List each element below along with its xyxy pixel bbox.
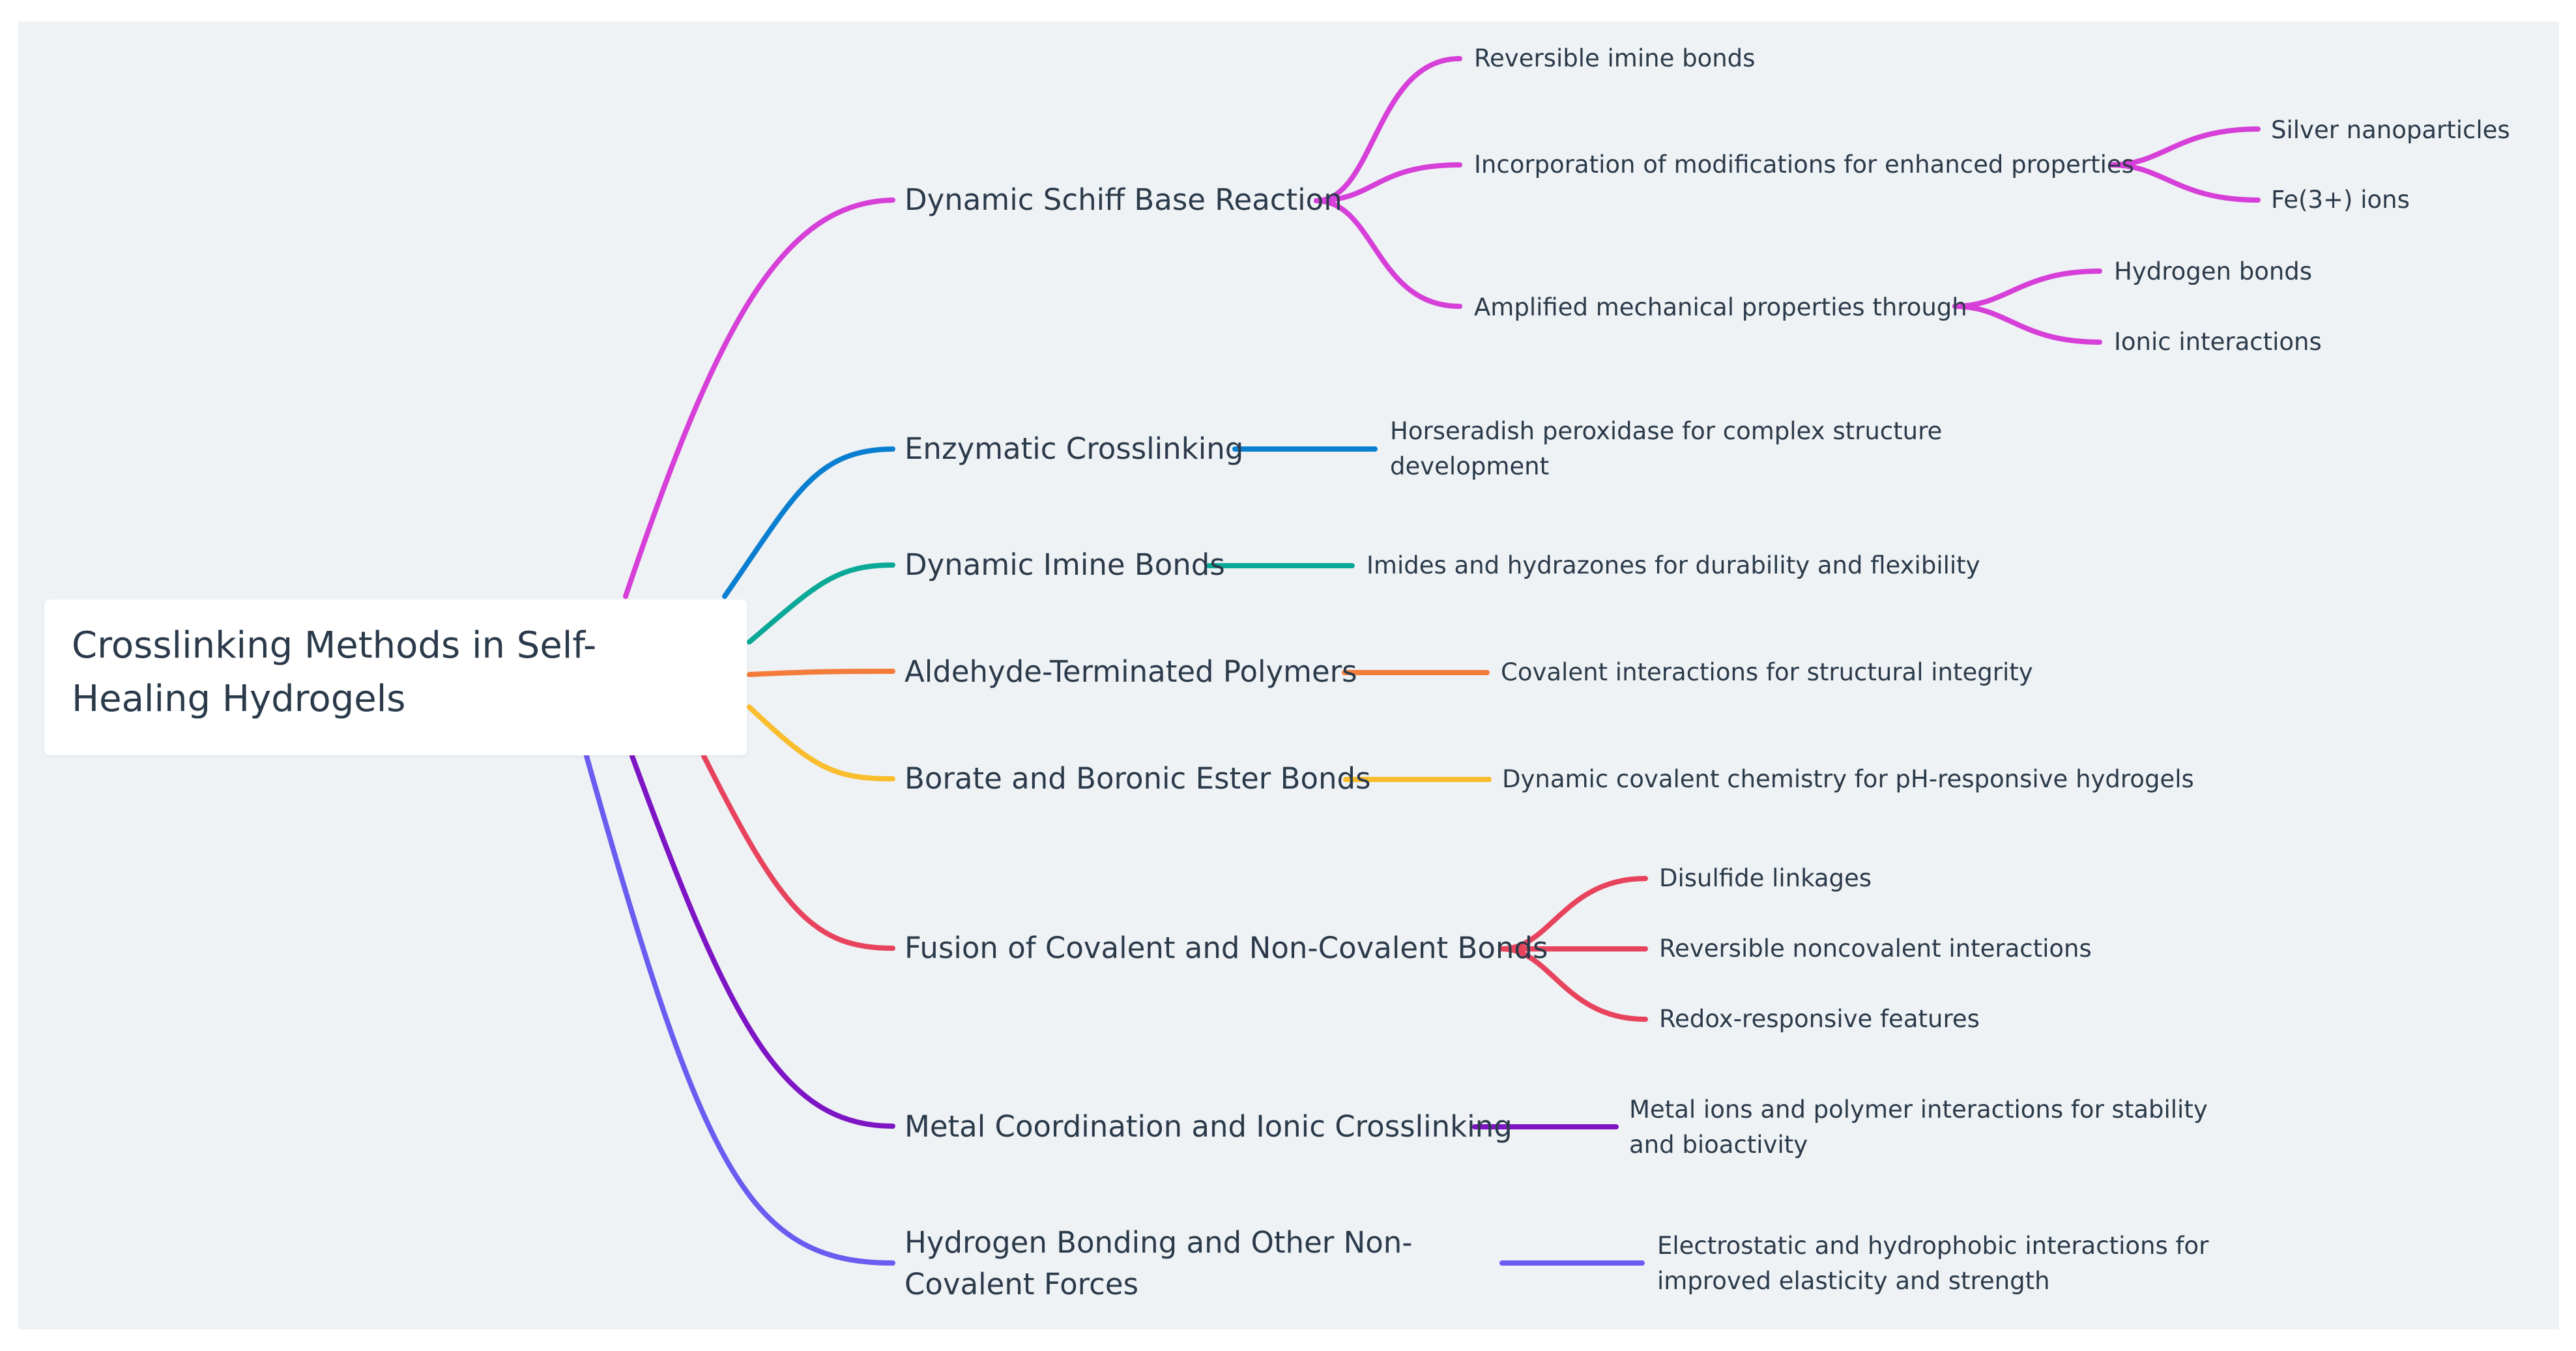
link-root-fusion xyxy=(701,753,895,951)
root-title: Crosslinking Methods in Self-Healing Hyd… xyxy=(72,624,597,720)
node-electrostatic-hydrophobic[interactable]: Electrostatic and hydrophobic interactio… xyxy=(1657,1232,2209,1295)
node-redox-responsive[interactable]: Redox-responsive features xyxy=(1659,1005,1980,1033)
node-dynamic-covalent-chemistry[interactable]: Dynamic covalent chemistry for pH-respon… xyxy=(1502,765,2194,793)
link-root-imine xyxy=(747,562,895,645)
link-schiff-reversible xyxy=(1314,56,1462,203)
link-amplified-ionic xyxy=(1952,304,2102,345)
link-root-enzymatic xyxy=(722,446,895,599)
node-borate-boronic-ester-bonds[interactable]: Borate and Boronic Ester Bonds xyxy=(904,761,1371,796)
root-node[interactable] xyxy=(44,600,747,755)
node-reversible-imine-bonds[interactable]: Reversible imine bonds xyxy=(1474,44,1756,72)
link-root-schiff xyxy=(623,197,895,599)
node-ionic-interactions[interactable]: Ionic interactions xyxy=(2114,328,2322,356)
node-dynamic-imine-bonds[interactable]: Dynamic Imine Bonds xyxy=(904,547,1225,582)
link-fusion-disulfide xyxy=(1499,876,1648,952)
node-metal-ions-polymer[interactable]: Metal ions and polymer interactions for … xyxy=(1629,1096,2208,1159)
link-schiff-incorporation xyxy=(1314,162,1462,203)
node-silver-nanoparticles[interactable]: Silver nanoparticles xyxy=(2271,116,2510,144)
link-root-metal xyxy=(630,753,895,1129)
node-aldehyde-terminated-polymers[interactable]: Aldehyde-Terminated Polymers xyxy=(904,654,1357,689)
node-reversible-noncovalent[interactable]: Reversible noncovalent interactions xyxy=(1659,935,2092,963)
node-enzymatic-crosslinking[interactable]: Enzymatic Crosslinking xyxy=(904,431,1244,466)
node-imides-hydrazones[interactable]: Imides and hydrazones for durability and… xyxy=(1367,551,1980,579)
node-horseradish-peroxidase[interactable]: Horseradish peroxidase for complex struc… xyxy=(1390,417,1943,480)
node-amplified-mechanical-properties[interactable]: Amplified mechanical properties through xyxy=(1474,293,1967,321)
node-hydrogen-bonding-noncovalent[interactable]: Hydrogen Bonding and Other Non-Covalent … xyxy=(904,1225,1413,1301)
link-incorporation-silver xyxy=(2109,126,2261,167)
link-root-borate xyxy=(747,705,895,781)
link-root-aldehyde xyxy=(747,669,895,677)
link-fusion-redox xyxy=(1499,946,1648,1022)
node-incorporation-modifications[interactable]: Incorporation of modifications for enhan… xyxy=(1474,151,2134,179)
link-incorporation-fe xyxy=(2109,162,2261,203)
node-fusion-covalent-noncovalent[interactable]: Fusion of Covalent and Non-Covalent Bond… xyxy=(904,931,1548,965)
node-covalent-interactions[interactable]: Covalent interactions for structural int… xyxy=(1501,658,2033,686)
node-metal-coordination-ionic[interactable]: Metal Coordination and Ionic Crosslinkin… xyxy=(904,1109,1512,1144)
node-fe3-ions[interactable]: Fe(3+) ions xyxy=(2271,186,2410,214)
node-disulfide-linkages[interactable]: Disulfide linkages xyxy=(1659,864,1872,892)
node-hydrogen-bonds[interactable]: Hydrogen bonds xyxy=(2114,257,2313,285)
node-dynamic-schiff-base-reaction[interactable]: Dynamic Schiff Base Reaction xyxy=(904,182,1342,217)
link-schiff-amplified xyxy=(1314,198,1462,309)
link-root-hydrogen xyxy=(584,753,895,1266)
link-amplified-hbonds xyxy=(1952,269,2102,309)
